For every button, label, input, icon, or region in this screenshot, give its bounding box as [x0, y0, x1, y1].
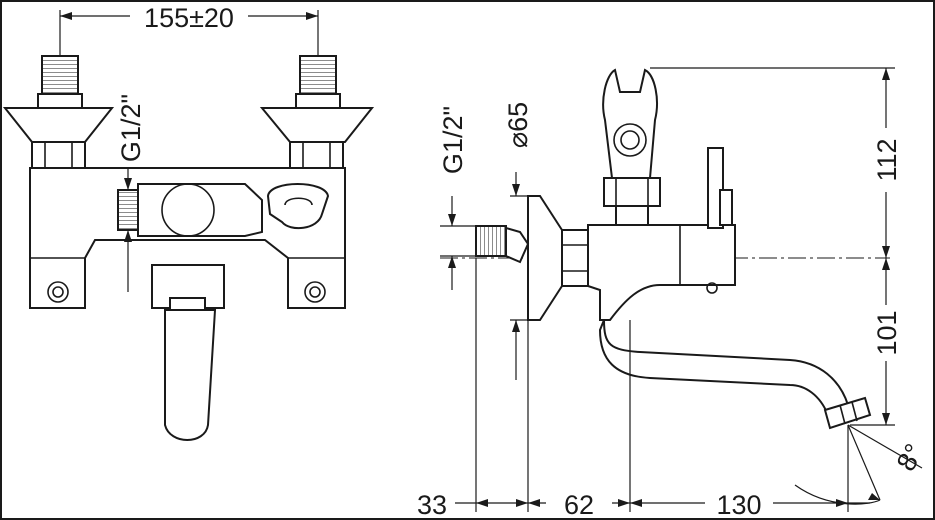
hex-nut-side: [561, 229, 589, 287]
dim-angle: 8°: [891, 439, 930, 476]
mixer-body: [29, 167, 346, 309]
dim-depth-spout: 130: [716, 490, 761, 520]
mixer-body-side: [587, 224, 736, 321]
inlet-right: [295, 55, 341, 109]
spout-front: [164, 309, 217, 441]
dim-height-top: 112: [872, 138, 902, 181]
dim-thread-front: G1/2": [116, 94, 146, 162]
front-view: 155±20 G1/2": [2, 3, 375, 441]
spout-side: [598, 319, 850, 417]
dim-thread-side: G1/2": [438, 106, 468, 174]
hex-nut-left: [31, 141, 86, 169]
aerator: [823, 396, 872, 430]
screw-cover-left: [47, 281, 69, 303]
diverter-handle: [137, 183, 263, 237]
flange-right: [259, 107, 375, 143]
dim-diameter: ⌀65: [503, 102, 533, 148]
screw-cover-right: [304, 281, 326, 303]
inlet-left: [37, 55, 83, 109]
dim-spacing: 155±20: [144, 3, 234, 33]
holder-nut: [603, 177, 661, 207]
dim-height-bottom: 101: [872, 310, 902, 355]
flange-left: [2, 107, 115, 143]
side-view: G1/2" ⌀65 112 101 33 6: [417, 67, 930, 520]
hex-nut-right: [289, 141, 344, 169]
dim-depth-wall: 33: [417, 490, 447, 520]
dim-depth-body: 62: [564, 490, 594, 520]
shower-holder: [266, 183, 330, 230]
wall-flange: [527, 195, 563, 321]
